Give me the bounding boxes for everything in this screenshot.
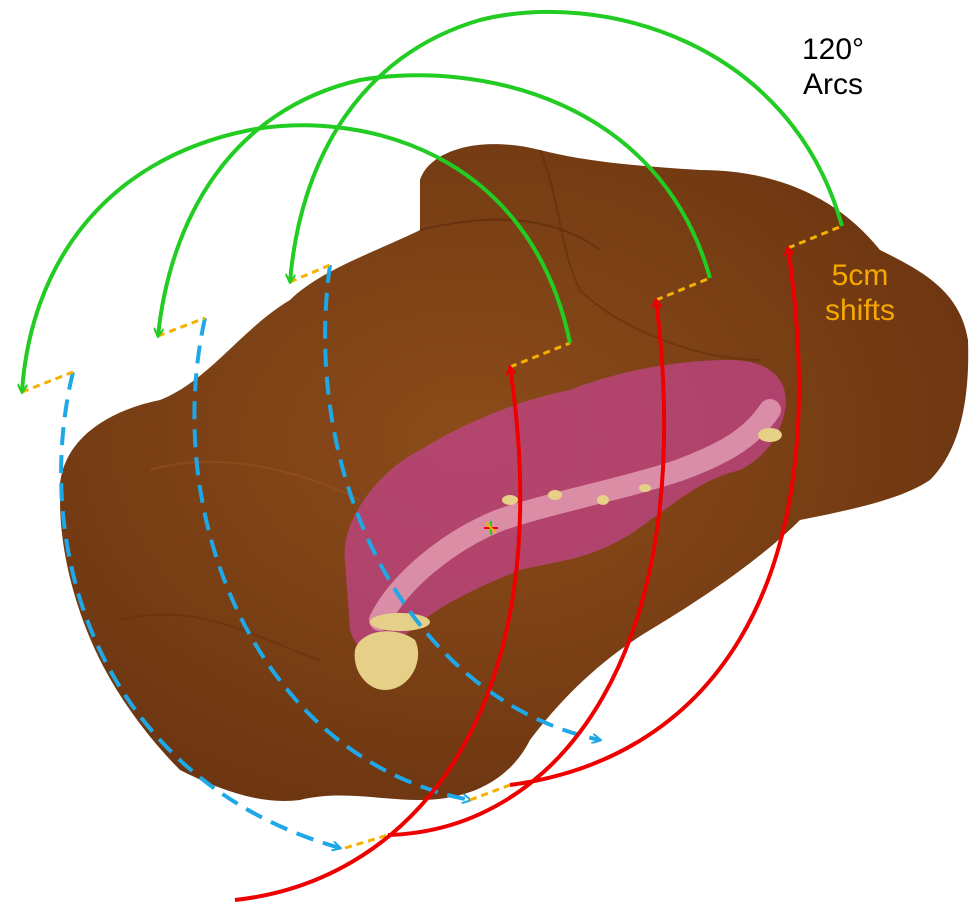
shift-amount-text: 5cm <box>810 258 910 293</box>
shift-word-text: shifts <box>810 293 910 328</box>
vertebra-bone <box>758 428 782 442</box>
arc-word-text: Arcs <box>778 67 888 102</box>
shifts-label: 5cm shifts <box>810 258 910 328</box>
arc-angle-text: 120° <box>778 32 888 67</box>
shift-segment <box>158 318 205 336</box>
vertebra-bone <box>597 495 609 505</box>
vertebra-bone <box>548 490 562 500</box>
shift-segment <box>22 372 73 392</box>
vertebra-bone <box>370 613 430 631</box>
vertebra-bone <box>639 484 651 492</box>
vertebra-bone <box>502 495 518 505</box>
arcs-label: 120° Arcs <box>778 32 888 102</box>
